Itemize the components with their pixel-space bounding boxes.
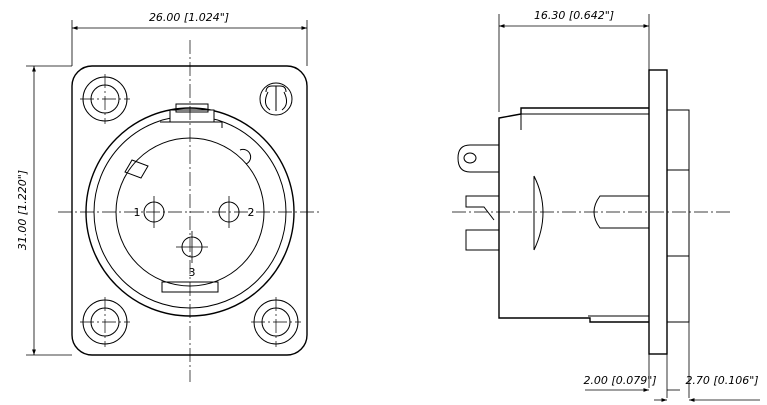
depth-dimension-label: 16.30 [0.642"]	[534, 9, 614, 22]
solder-tab	[457, 144, 499, 173]
pin-1-label: 1	[134, 206, 141, 219]
pin-3	[176, 231, 208, 263]
pin-2	[218, 196, 240, 228]
panel-dimension-label: 2.70 [0.106"]	[685, 374, 758, 387]
pin-2-label: 2	[248, 206, 255, 219]
front-view: 26.00 [1.024"] 31.00 [1.220"]	[16, 11, 322, 382]
contact-tails	[465, 195, 499, 251]
height-dimension-label: 31.00 [1.220"]	[16, 170, 29, 250]
pin-1	[143, 196, 165, 228]
side-view: 16.30 [0.642"]	[452, 9, 760, 402]
flange-dimension-label: 2.00 [0.079"]	[583, 374, 656, 387]
width-dimension-label: 26.00 [1.024"]	[149, 11, 229, 24]
flange-plate	[71, 65, 308, 356]
pin-3-label: 3	[189, 266, 196, 279]
brand-logo-icon	[259, 82, 293, 116]
side-housing	[498, 107, 649, 323]
latch	[160, 103, 223, 128]
